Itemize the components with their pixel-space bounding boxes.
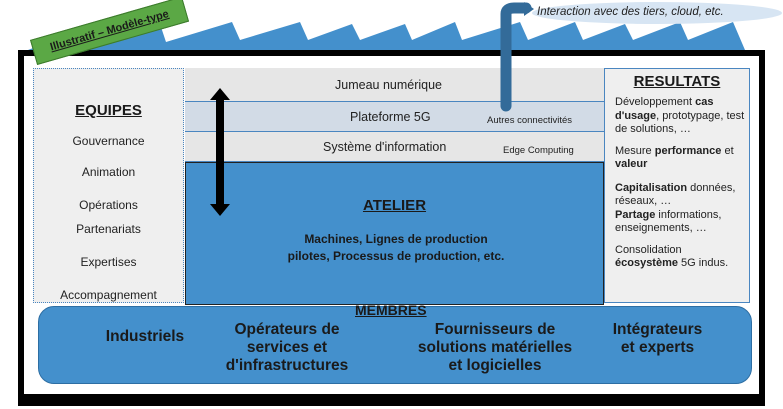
resultat-item: Capitalisation données, réseaux, … [615, 182, 745, 209]
layer-side-label: Edge Computing [503, 145, 574, 156]
equipes-title: EQUIPES [75, 102, 142, 119]
cloud-bubble [532, 2, 782, 24]
factory-roof [28, 22, 745, 50]
equipe-item: Expertises [80, 255, 137, 269]
resultat-emphasis: Partage [615, 208, 656, 221]
resultats-list: Développement cas d'usage, prototypage, … [605, 90, 749, 271]
resultats-panel: RESULTATS Développement cas d'usage, pro… [604, 68, 750, 303]
atelier-title: ATELIER [362, 197, 427, 214]
resultat-text: données, réseaux, … [615, 181, 736, 208]
equipes-panel [33, 68, 184, 303]
layer-label: Jumeau numérique [335, 78, 443, 92]
membres-block [38, 306, 752, 384]
membre-item: Opérateurs de services et d'infrastructu… [225, 321, 349, 374]
resultats-title: RESULTATS [633, 73, 721, 90]
resultat-text: Mesure [615, 144, 655, 157]
resultat-text: et [721, 144, 734, 157]
resultat-item: Partage informations, enseignements, … [615, 209, 745, 236]
equipe-item: Accompagnement [60, 288, 157, 302]
external-interaction-label: Interaction avec des tiers, cloud, etc. [537, 6, 724, 18]
resultat-text: Développement [615, 96, 696, 108]
resultat-emphasis: cas d'usage [615, 96, 714, 122]
membre-item: Industriels [105, 328, 185, 345]
equipe-item: Partenariats [76, 222, 141, 236]
resultat-item: Consolidation écosystème 5G indus. [615, 244, 745, 271]
resultat-text: informations, enseignements, … [615, 208, 722, 235]
resultat-emphasis: écosystème [615, 257, 678, 269]
membre-item: Fournisseurs de solutions matérielles et… [417, 321, 573, 374]
equipe-item: Animation [81, 165, 136, 179]
resultat-text: Consolidation [615, 243, 682, 256]
resultat-emphasis: Capitalisation [615, 181, 688, 194]
equipe-item: Gouvernance [72, 134, 145, 148]
resultat-item: Développement cas d'usage, prototypage, … [615, 96, 745, 137]
pipe-connector-icon [500, 2, 534, 112]
roof-sawtooth [28, 22, 745, 50]
resultat-emphasis: valeur [615, 158, 648, 170]
layer-side-label: Autres connectivités [487, 115, 573, 126]
double-arrow-icon [210, 88, 230, 216]
layer-label: Plateforme 5G [350, 110, 431, 124]
layer-jumeau-numerique: Jumeau numérique [185, 68, 604, 102]
layer-label: Système d'information [323, 140, 447, 154]
layer-systeme-information: Système d'information Edge Computing [185, 132, 604, 162]
resultat-text: 5G indus. [678, 257, 729, 269]
membre-item: Intégrateurs et experts [612, 321, 703, 356]
resultat-text: , prototypage, test de solutions, … [615, 109, 745, 136]
atelier-description: Machines, Lignes de production pilotes, … [287, 232, 505, 263]
layer-plateforme-5g: Plateforme 5G Autres connectivités [185, 102, 604, 132]
membres-title: MEMBRES [355, 302, 427, 318]
atelier-block: ATELIER Machines, Lignes de production p… [185, 162, 604, 305]
equipe-item: Opérations [79, 198, 138, 212]
resultat-emphasis: performance [654, 144, 722, 157]
resultat-item: Mesure performance et valeur [615, 145, 745, 172]
